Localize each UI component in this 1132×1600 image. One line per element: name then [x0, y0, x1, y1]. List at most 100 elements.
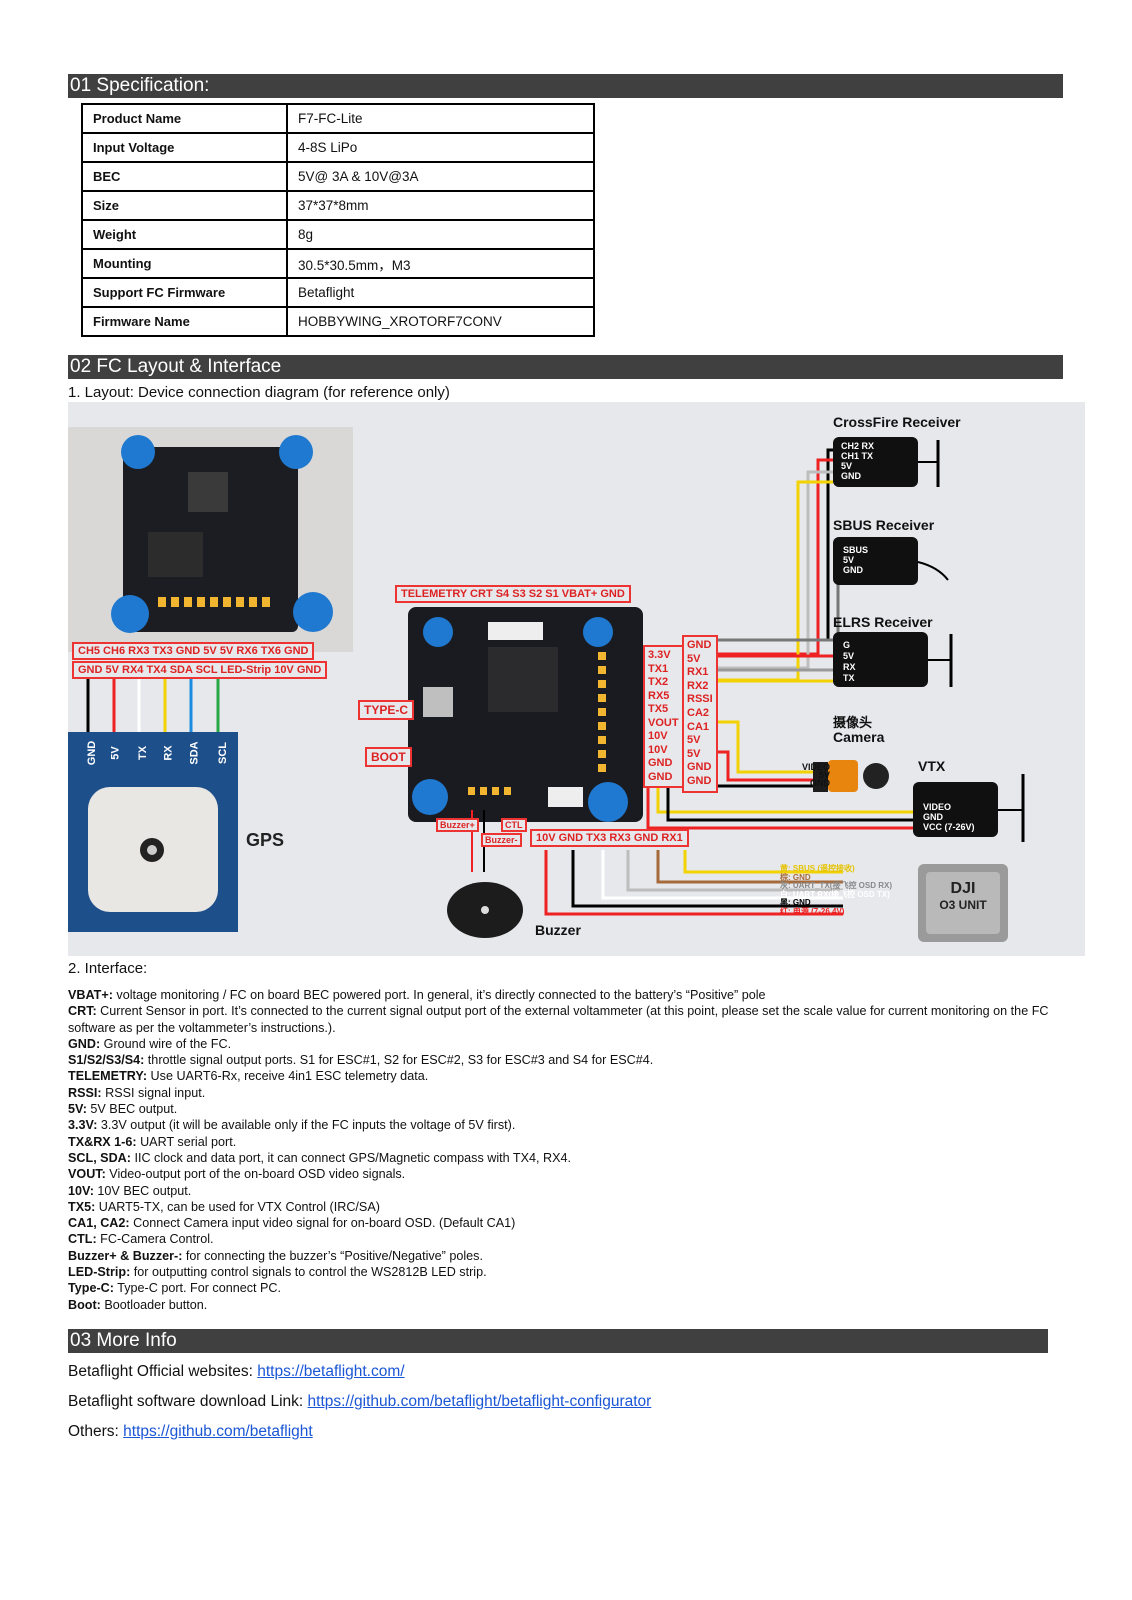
description: 10V BEC output. — [93, 1183, 192, 1198]
camera — [828, 760, 858, 792]
description: UART5-TX, can be used for VTX Control (I… — [95, 1199, 380, 1214]
pin-row-top: CH5 CH6 RX3 TX3 GND 5V 5V RX6 TX6 GND — [72, 642, 315, 660]
term: VOUT: — [68, 1167, 106, 1182]
boot-label: BOOT — [365, 747, 412, 767]
type-c-label: TYPE-C — [358, 700, 415, 720]
term: Buzzer+ & Buzzer-: — [68, 1248, 183, 1263]
list-item: TX&RX 1-6: UART serial port. — [68, 1134, 1068, 1150]
elrs-pins: G 5V RX TX — [843, 640, 856, 684]
pin-label: VIDEO — [923, 802, 952, 812]
pin-label: 5V — [687, 747, 701, 760]
spec-value: 37*37*8mm — [286, 190, 595, 221]
pin-label: CA2 — [687, 706, 710, 719]
section-title-layout: 02 FC Layout & Interface — [68, 355, 1063, 379]
term: SCL, SDA: — [68, 1150, 131, 1165]
camera-title-cn: 摄像头 — [833, 715, 873, 730]
list-item: 5V: 5V BEC output. — [68, 1101, 1068, 1117]
spec-key: Support FC Firmware — [81, 277, 288, 308]
fc-board-center — [408, 607, 643, 822]
spec-value: F7-FC-Lite — [286, 103, 595, 134]
gps-pin: SCL — [217, 742, 229, 764]
description: FC-Camera Control. — [96, 1232, 214, 1247]
spec-value: 5V@ 3A & 10V@3A — [286, 161, 595, 192]
pin-label: GND — [923, 812, 943, 822]
ctl-label: CTL — [501, 818, 527, 832]
pin-label: CH2 RX — [841, 441, 875, 451]
spec-value: 8g — [286, 219, 595, 250]
pin-row-bottom: GND 5V RX4 TX4 SDA SCL LED-Strip 10V GND — [72, 661, 328, 679]
list-item: Buzzer+ & Buzzer-: for connecting the bu… — [68, 1248, 1068, 1264]
list-item: LED-Strip: for outputting control signal… — [68, 1264, 1068, 1280]
description: throttle signal output ports. S1 for ESC… — [144, 1053, 654, 1068]
pin-label: 10V — [648, 743, 668, 756]
bottom-pin-row: 10V GND TX3 RX3 GND RX1 — [530, 829, 689, 847]
term: 5V: — [68, 1102, 87, 1117]
pin-label: TX — [843, 673, 855, 683]
list-item: S1/S2/S3/S4: throttle signal output port… — [68, 1052, 1068, 1068]
wire-label: 灰: UART_TX(接飞控 OSD RX) — [780, 881, 892, 890]
configurator-download-link[interactable]: https://github.com/betaflight/betaflight… — [307, 1393, 652, 1410]
left-pin-column: 3.3V TX1 TX2 RX5 TX5 VOUT 10V 10V GND GN… — [643, 645, 684, 788]
pin-label: 10V — [648, 730, 668, 742]
list-item: 10V: 10V BEC output. — [68, 1183, 1068, 1199]
section-title-specification: 01 Specification: — [68, 74, 1063, 98]
list-item: 3.3V: 3.3V output (it will be available … — [68, 1117, 1068, 1133]
spec-key: Weight — [81, 219, 288, 250]
term: Type-C: — [68, 1281, 114, 1296]
camera-title: Camera — [833, 729, 885, 745]
list-item: TELEMETRY: Use UART6-Rx, receive 4in1 ES… — [68, 1068, 1068, 1084]
pin-label: GND — [648, 770, 673, 783]
crossfire-title: CrossFire Receiver — [833, 414, 961, 430]
list-item: RSSI: RSSI signal input. — [68, 1085, 1068, 1101]
description: Connect Camera input video signal for on… — [129, 1216, 516, 1231]
pin-label: GND — [810, 778, 830, 788]
term: Boot: — [68, 1297, 101, 1312]
spec-key: Firmware Name — [81, 306, 288, 337]
vtx-pins: VIDEO GND VCC (7-26V) — [923, 802, 975, 832]
description: RSSI signal input. — [101, 1085, 206, 1100]
camera-pins: VIDEO 5V GND — [778, 763, 830, 788]
elrs-receiver — [833, 632, 928, 687]
list-item: Boot: Bootloader button. — [68, 1297, 1068, 1313]
description: Use UART6-Rx, receive 4in1 ESC telemetry… — [147, 1069, 429, 1084]
spec-key: BEC — [81, 161, 288, 192]
list-item: CTL: FC-Camera Control. — [68, 1231, 1068, 1247]
pin-label: RX2 — [687, 679, 709, 692]
term: CRT: — [68, 1004, 97, 1019]
description: Current Sensor in port. It’s connected t… — [68, 1004, 1049, 1035]
elrs-title: ELRS Receiver — [833, 614, 933, 630]
gps-label: GPS — [246, 830, 285, 850]
more-info-line: Betaflight software download Link: https… — [68, 1393, 651, 1411]
description: IIC clock and data port, it can connect … — [130, 1150, 572, 1165]
buzzer-plus-label: Buzzer+ — [436, 818, 479, 832]
pin-label: VCC (7-26V) — [923, 822, 975, 832]
term: 10V: — [68, 1183, 94, 1198]
betaflight-website-link[interactable]: https://betaflight.com/ — [257, 1363, 405, 1380]
list-item: SCL, SDA: IIC clock and data port, it ca… — [68, 1150, 1068, 1166]
description: for outputting control signals to contro… — [130, 1265, 487, 1280]
more-info-label: Others: — [68, 1423, 124, 1440]
pin-label: RX — [843, 662, 856, 672]
connection-diagram: CH5 CH6 RX3 TX3 GND 5V 5V RX6 TX6 GND GN… — [68, 402, 1085, 956]
gps-pin: GND — [86, 740, 99, 766]
term: S1/S2/S3/S4: — [68, 1053, 145, 1068]
right-pin-column: GND 5V RX1 RX2 RSSI CA2 CA1 5V 5V GND GN… — [682, 635, 718, 793]
pin-label: GND — [648, 757, 673, 769]
more-info-line: Others: https://github.com/betaflight — [68, 1423, 313, 1441]
pin-label: G — [843, 640, 851, 650]
term: CA1, CA2: — [68, 1216, 130, 1231]
sbus-receiver — [833, 537, 918, 585]
pin-label: TX1 — [648, 662, 669, 675]
vtx — [913, 782, 998, 837]
description: Video-output port of the on-board OSD vi… — [105, 1167, 406, 1182]
spec-value: 30.5*30.5mm，M3 — [286, 248, 595, 279]
list-item: CA1, CA2: Connect Camera input video sig… — [68, 1215, 1068, 1231]
pin-label: CA1 — [687, 720, 710, 733]
description: UART serial port. — [136, 1134, 237, 1149]
vtx-title: VTX — [918, 758, 946, 774]
betaflight-github-link[interactable]: https://github.com/betaflight — [123, 1423, 313, 1440]
